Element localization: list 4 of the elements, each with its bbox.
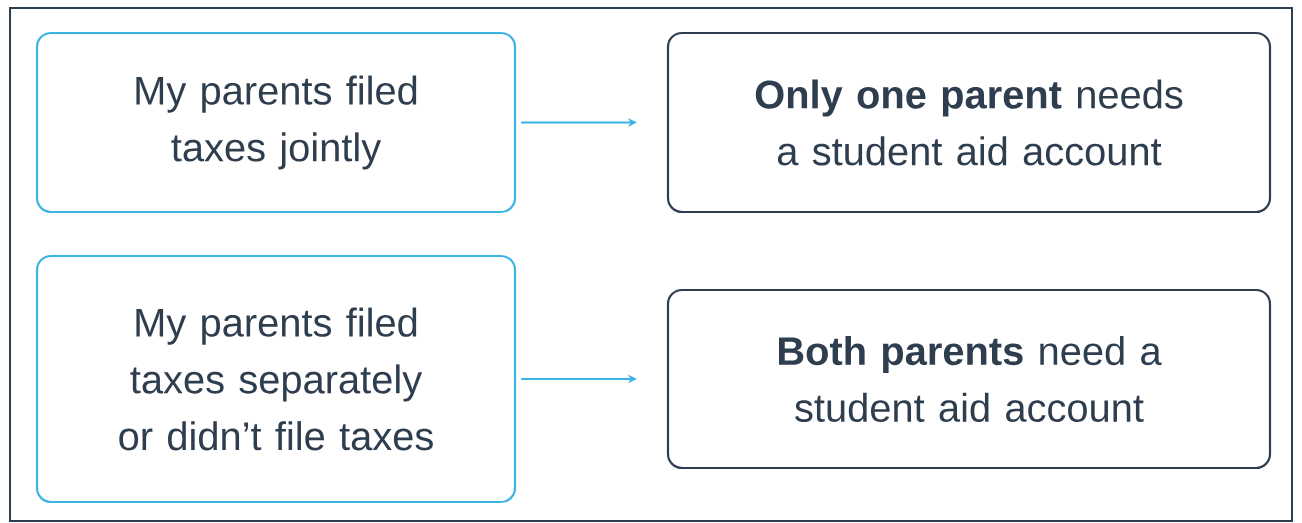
- condition-box: My parents filed taxes separately or didn’t file taxes: [35, 254, 517, 504]
- condition-box: My parents filed taxes jointly: [35, 31, 517, 214]
- result-box: Both parents need a student aid account: [666, 288, 1272, 470]
- result-box: Only one parent needs a student aid account: [666, 31, 1272, 214]
